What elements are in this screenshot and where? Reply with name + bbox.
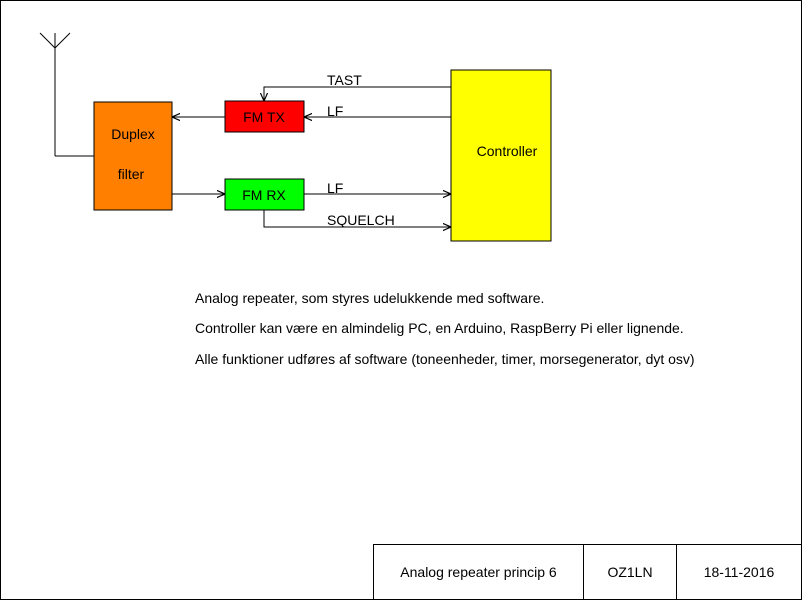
title-block-author: OZ1LN	[607, 563, 653, 580]
note-line-3: Alle funktioner udføres af software (ton…	[195, 351, 695, 367]
note-line-1: Analog repeater, som styres udelukkende …	[195, 290, 545, 306]
fm-rx-box	[224, 178, 305, 211]
controller-label: Controller	[477, 143, 538, 159]
title-block-date: 18-11-2016	[703, 563, 775, 580]
connection-lines	[172, 86, 451, 227]
duplex-label: Duplex	[111, 126, 155, 142]
title-block-title: Analog repeater princip 6	[400, 563, 557, 580]
squelch-line	[263, 210, 451, 227]
squelch-label: SQUELCH	[327, 212, 395, 228]
lf-tx-label: LF	[327, 103, 343, 119]
note-line-2: Controller kan være en almindelig PC, en…	[195, 320, 684, 336]
controller-box	[450, 69, 552, 242]
filter-label: filter	[118, 166, 145, 182]
fm-tx-block: FM TX	[224, 100, 305, 133]
fm-rx-block: FM RX	[224, 178, 305, 211]
lf-rx-label: LF	[327, 180, 343, 196]
antenna-icon	[39, 32, 94, 157]
fm-rx-label: FM RX	[242, 187, 286, 203]
tast-label: TAST	[327, 72, 362, 88]
duplex-filter-box	[93, 101, 173, 211]
fm-tx-label: FM TX	[243, 109, 285, 125]
duplex-filter-block: Duplex filter	[93, 101, 173, 211]
tast-line	[264, 86, 451, 101]
controller-block: Controller	[450, 69, 552, 242]
fm-tx-box	[224, 100, 305, 133]
